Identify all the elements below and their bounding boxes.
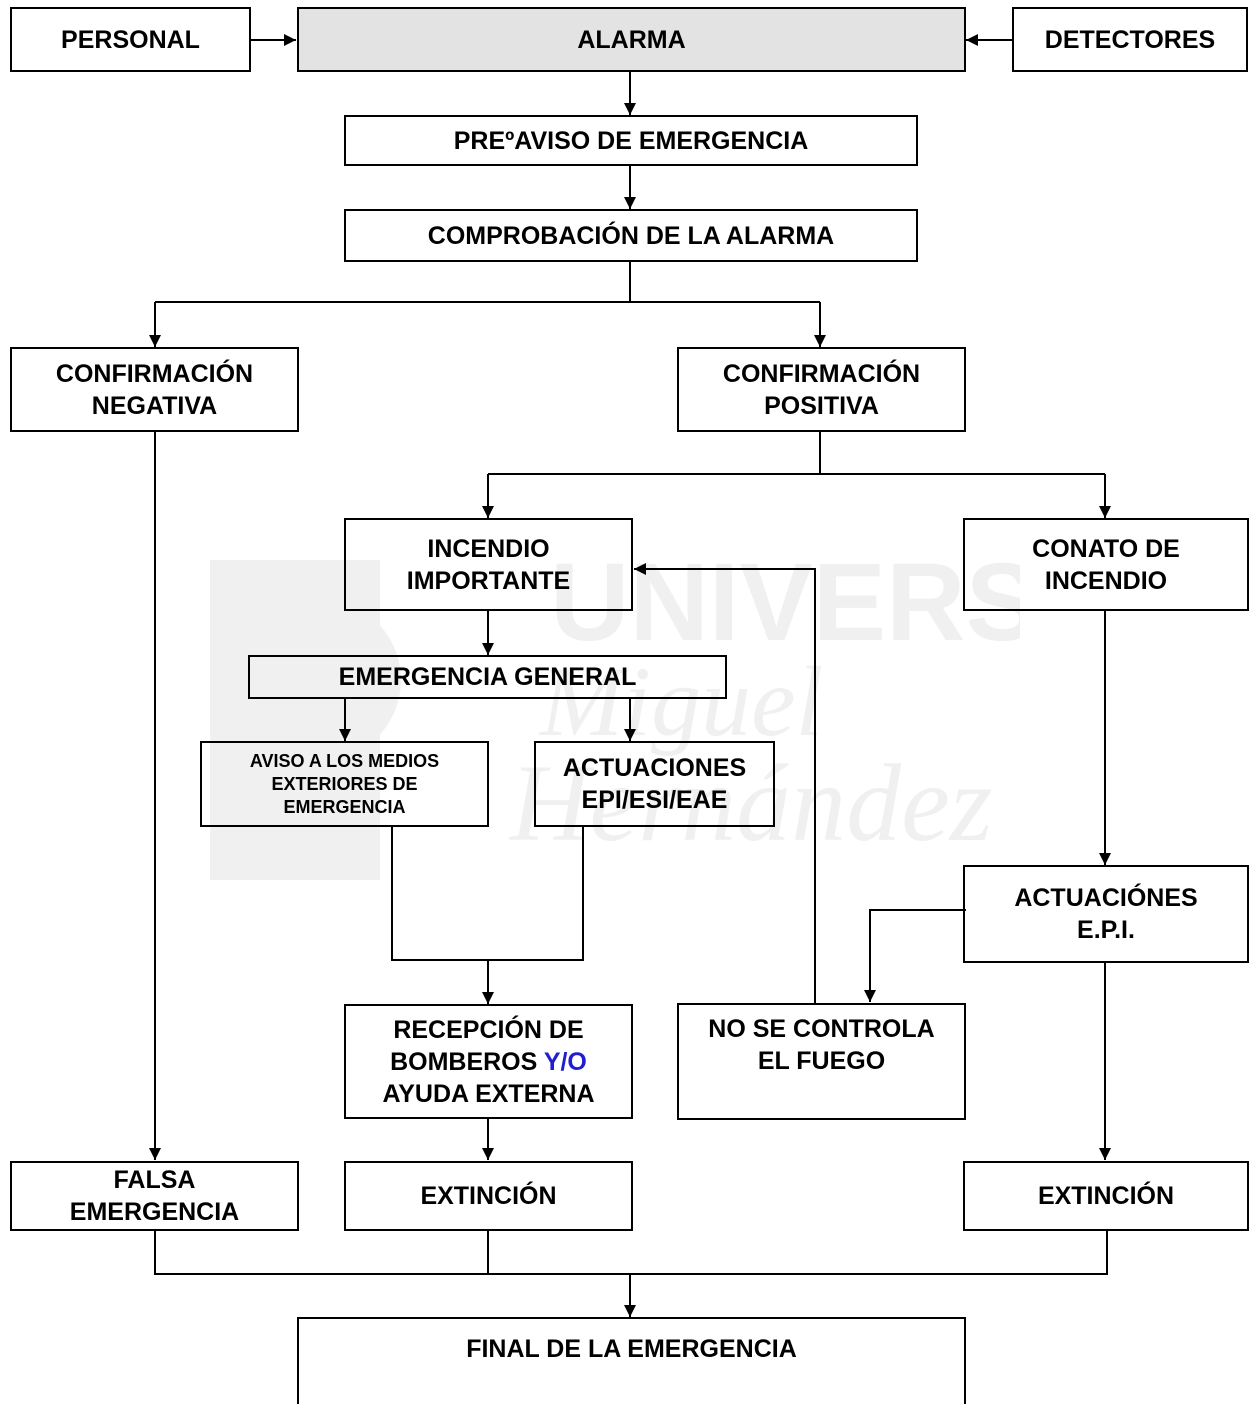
node-conato-line1: CONATO DE (1032, 534, 1180, 563)
arrow-actuaciones-epi-to-no-controla (864, 909, 966, 1002)
node-extincion-center-label: EXTINCIÓN (420, 1182, 557, 1210)
node-emergencia-general: EMERGENCIA GENERAL (248, 655, 727, 699)
node-conato-de-incendio: CONATO DE INCENDIO (963, 518, 1249, 611)
node-extincion-right: EXTINCIÓN (963, 1161, 1249, 1231)
node-personal-label: PERSONAL (61, 25, 200, 54)
node-aviso-medios-line2: EXTERIORES DE (271, 773, 418, 794)
node-recepcion-line2-text: BOMBEROS (390, 1047, 544, 1076)
node-comprobacion-label: COMPROBACIÓN DE LA ALARMA (427, 221, 835, 250)
node-alarma: ALARMA (297, 7, 966, 72)
node-actuaciones-epi-esi-eae-line2: EPI/ESI/EAE (581, 786, 728, 814)
node-falsa-line2: EMERGENCIA (69, 1198, 240, 1226)
node-incendio-importante-line2: IMPORTANTE (406, 566, 571, 595)
node-aviso-medios-line3: EMERGENCIA (283, 796, 406, 817)
node-comprobacion: COMPROBACIÓN DE LA ALARMA (344, 209, 918, 262)
node-aviso-medios-line1: AVISO A LOS MEDIOS (249, 750, 440, 771)
split-positiva (488, 431, 821, 475)
node-conato-line2: INCENDIO (1044, 566, 1168, 595)
node-final-emergencia: FINAL DE LA EMERGENCIA (297, 1317, 966, 1404)
node-recepcion-line3: AYUDA EXTERNA (382, 1079, 595, 1108)
node-detectores: DETECTORES (1012, 7, 1248, 72)
node-no-controla-line2: EL FUEGO (757, 1047, 886, 1075)
node-actuaciones-epi-esi-eae: ACTUACIONES EPI/ESI/EAE (534, 741, 775, 827)
node-incendio-importante-line1: INCENDIO (427, 534, 550, 563)
node-final-label: FINAL DE LA EMERGENCIA (466, 1335, 797, 1363)
node-preaviso-label: PREºAVISO DE EMERGENCIA (453, 126, 809, 155)
node-extincion-right-label: EXTINCIÓN (1037, 1182, 1175, 1210)
node-aviso-medios-exteriores: AVISO A LOS MEDIOS EXTERIORES DE EMERGEN… (200, 741, 489, 827)
node-recepcion-line1: RECEPCIÓN DE (393, 1015, 584, 1044)
node-no-controla-line1: NO SE CONTROLA (708, 1015, 935, 1043)
node-confirmacion-positiva-line2: POSITIVA (764, 391, 879, 420)
node-actuaciones-epi-line1: ACTUACIÓNES (1014, 884, 1198, 912)
node-confirmacion-negativa: CONFIRMACIÓN NEGATIVA (10, 347, 299, 432)
node-incendio-importante: INCENDIO IMPORTANTE (344, 518, 633, 611)
merge-to-final (154, 1230, 1108, 1275)
node-confirmacion-negativa-line2: NEGATIVA (91, 391, 218, 420)
node-recepcion-y-o: Y/O (543, 1047, 587, 1076)
node-confirmacion-positiva: CONFIRMACIÓN POSITIVA (677, 347, 966, 432)
node-preaviso: PREºAVISO DE EMERGENCIA (344, 115, 918, 166)
merge-to-recepcion (391, 826, 584, 961)
node-alarma-label: ALARMA (577, 25, 686, 54)
node-no-se-controla: NO SE CONTROLA EL FUEGO (677, 1003, 966, 1120)
node-actuaciones-epi-line2: E.P.I. (1077, 916, 1135, 944)
node-actuaciones-epi: ACTUACIÓNES E.P.I. (963, 865, 1249, 963)
node-falsa-emergencia: FALSA EMERGENCIA (10, 1161, 299, 1231)
node-detectores-label: DETECTORES (1044, 25, 1216, 54)
arrow-no-controla-to-incendio (634, 563, 816, 1003)
node-falsa-line1: FALSA (113, 1166, 196, 1194)
node-actuaciones-epi-esi-eae-line1: ACTUACIONES (562, 754, 747, 782)
node-confirmacion-positiva-line1: CONFIRMACIÓN (722, 359, 921, 388)
node-recepcion-bomberos: RECEPCIÓN DE BOMBEROS Y/O AYUDA EXTERNA (344, 1004, 633, 1119)
node-confirmacion-negativa-line1: CONFIRMACIÓN (55, 359, 254, 388)
node-emergencia-general-label: EMERGENCIA GENERAL (338, 663, 637, 691)
node-recepcion-line2: BOMBEROS Y/O (382, 1046, 594, 1078)
node-personal: PERSONAL (10, 7, 251, 72)
node-extincion-center: EXTINCIÓN (344, 1161, 633, 1231)
split-comprobacion (155, 261, 631, 303)
